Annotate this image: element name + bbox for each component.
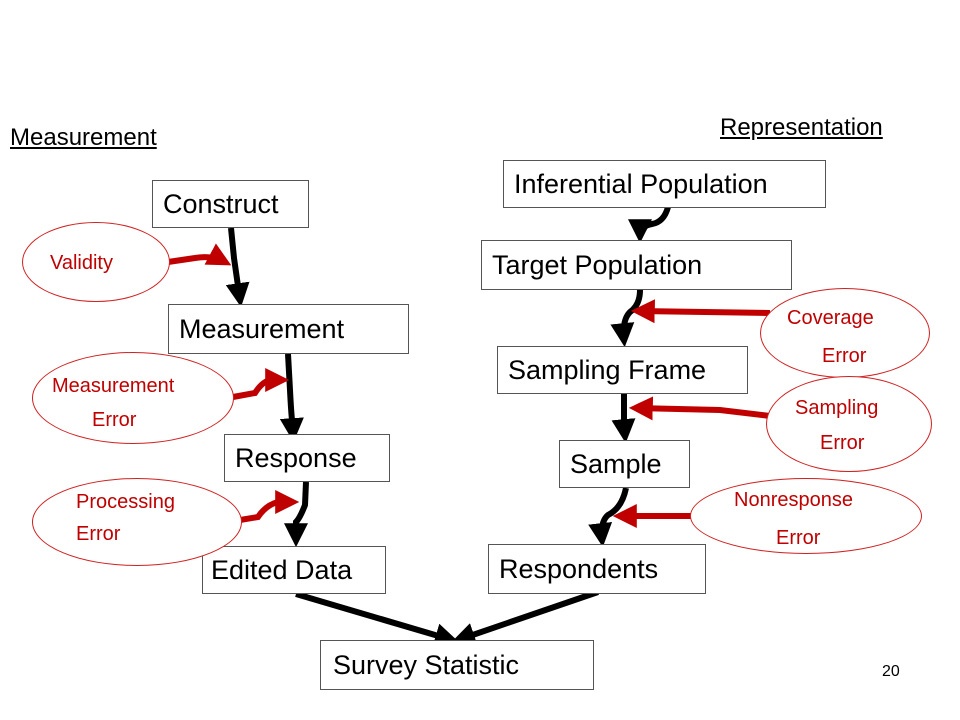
measurement-heading: Measurement <box>10 124 157 151</box>
nonresponse-error-label-line2: Error <box>776 527 821 549</box>
processing-error-label-line1: Processing <box>76 491 175 513</box>
arrow-response-to-edited-data <box>284 481 309 548</box>
coverage-error-label-line2: Error <box>822 345 867 367</box>
sampling-error-label-line1: Sampling <box>795 397 879 419</box>
sample-box: Sample <box>559 440 690 488</box>
survey-statistic-box: Survey Statistic <box>320 640 594 690</box>
construct-box: Construct <box>152 180 309 228</box>
arrow-respondents-to-statistic <box>451 589 599 646</box>
sampling-error-oval <box>766 376 932 472</box>
respondents-box: Respondents <box>488 544 706 594</box>
processing-error-oval <box>32 478 242 566</box>
processing-error-label-line2: Error <box>76 523 121 545</box>
validity-label: Validity <box>50 252 113 274</box>
coverage-error-label-line1: Coverage <box>787 307 874 329</box>
measurement-label: Measurement <box>179 313 345 344</box>
inferential-population-label: Inferential Population <box>514 168 768 199</box>
nonresponse-error-oval <box>690 478 922 554</box>
respondents-label: Respondents <box>499 553 659 584</box>
edited-data-label: Edited Data <box>211 554 353 585</box>
arrow-coverage-error <box>630 299 771 324</box>
measurement-box: Measurement <box>168 304 409 354</box>
inferential-population-box: Inferential Population <box>503 160 826 208</box>
arrow-frame-to-sample <box>611 394 636 444</box>
arrow-target-to-frame <box>610 289 643 348</box>
arrow-measurement-to-response <box>279 353 304 443</box>
sample-label: Sample <box>570 448 662 479</box>
construct-label: Construct <box>163 188 279 219</box>
representation-heading: Representation <box>720 114 883 141</box>
arrow-construct-to-measurement <box>225 227 250 308</box>
response-box: Response <box>224 434 390 482</box>
target-population-box: Target Population <box>481 240 792 290</box>
survey-statistic-label: Survey Statistic <box>333 649 520 680</box>
sampling-frame-box: Sampling Frame <box>497 346 748 394</box>
arrow-sample-to-respondents <box>588 487 629 548</box>
measurement-error-label-line1: Measurement <box>52 375 175 397</box>
nonresponse-error-label-line1: Nonresponse <box>734 489 853 511</box>
response-label: Response <box>235 442 357 473</box>
arrow-validity <box>167 243 232 266</box>
sampling-error-label-line2: Error <box>820 432 865 454</box>
arrow-edited-data-to-statistic <box>295 591 459 647</box>
arrow-inferential-to-target <box>628 206 671 244</box>
validity-oval <box>22 222 170 302</box>
sampling-frame-label: Sampling Frame <box>508 354 707 385</box>
measurement-error-label-line2: Error <box>92 409 137 431</box>
arrow-processing-error <box>239 490 300 523</box>
edited-data-box: Edited Data <box>202 546 386 594</box>
arrow-measurement-error <box>232 368 290 400</box>
target-population-label: Target Population <box>492 249 703 280</box>
arrow-sampling-error <box>628 396 771 421</box>
page-number: 20 <box>882 663 900 680</box>
measurement-error-oval <box>32 352 234 444</box>
